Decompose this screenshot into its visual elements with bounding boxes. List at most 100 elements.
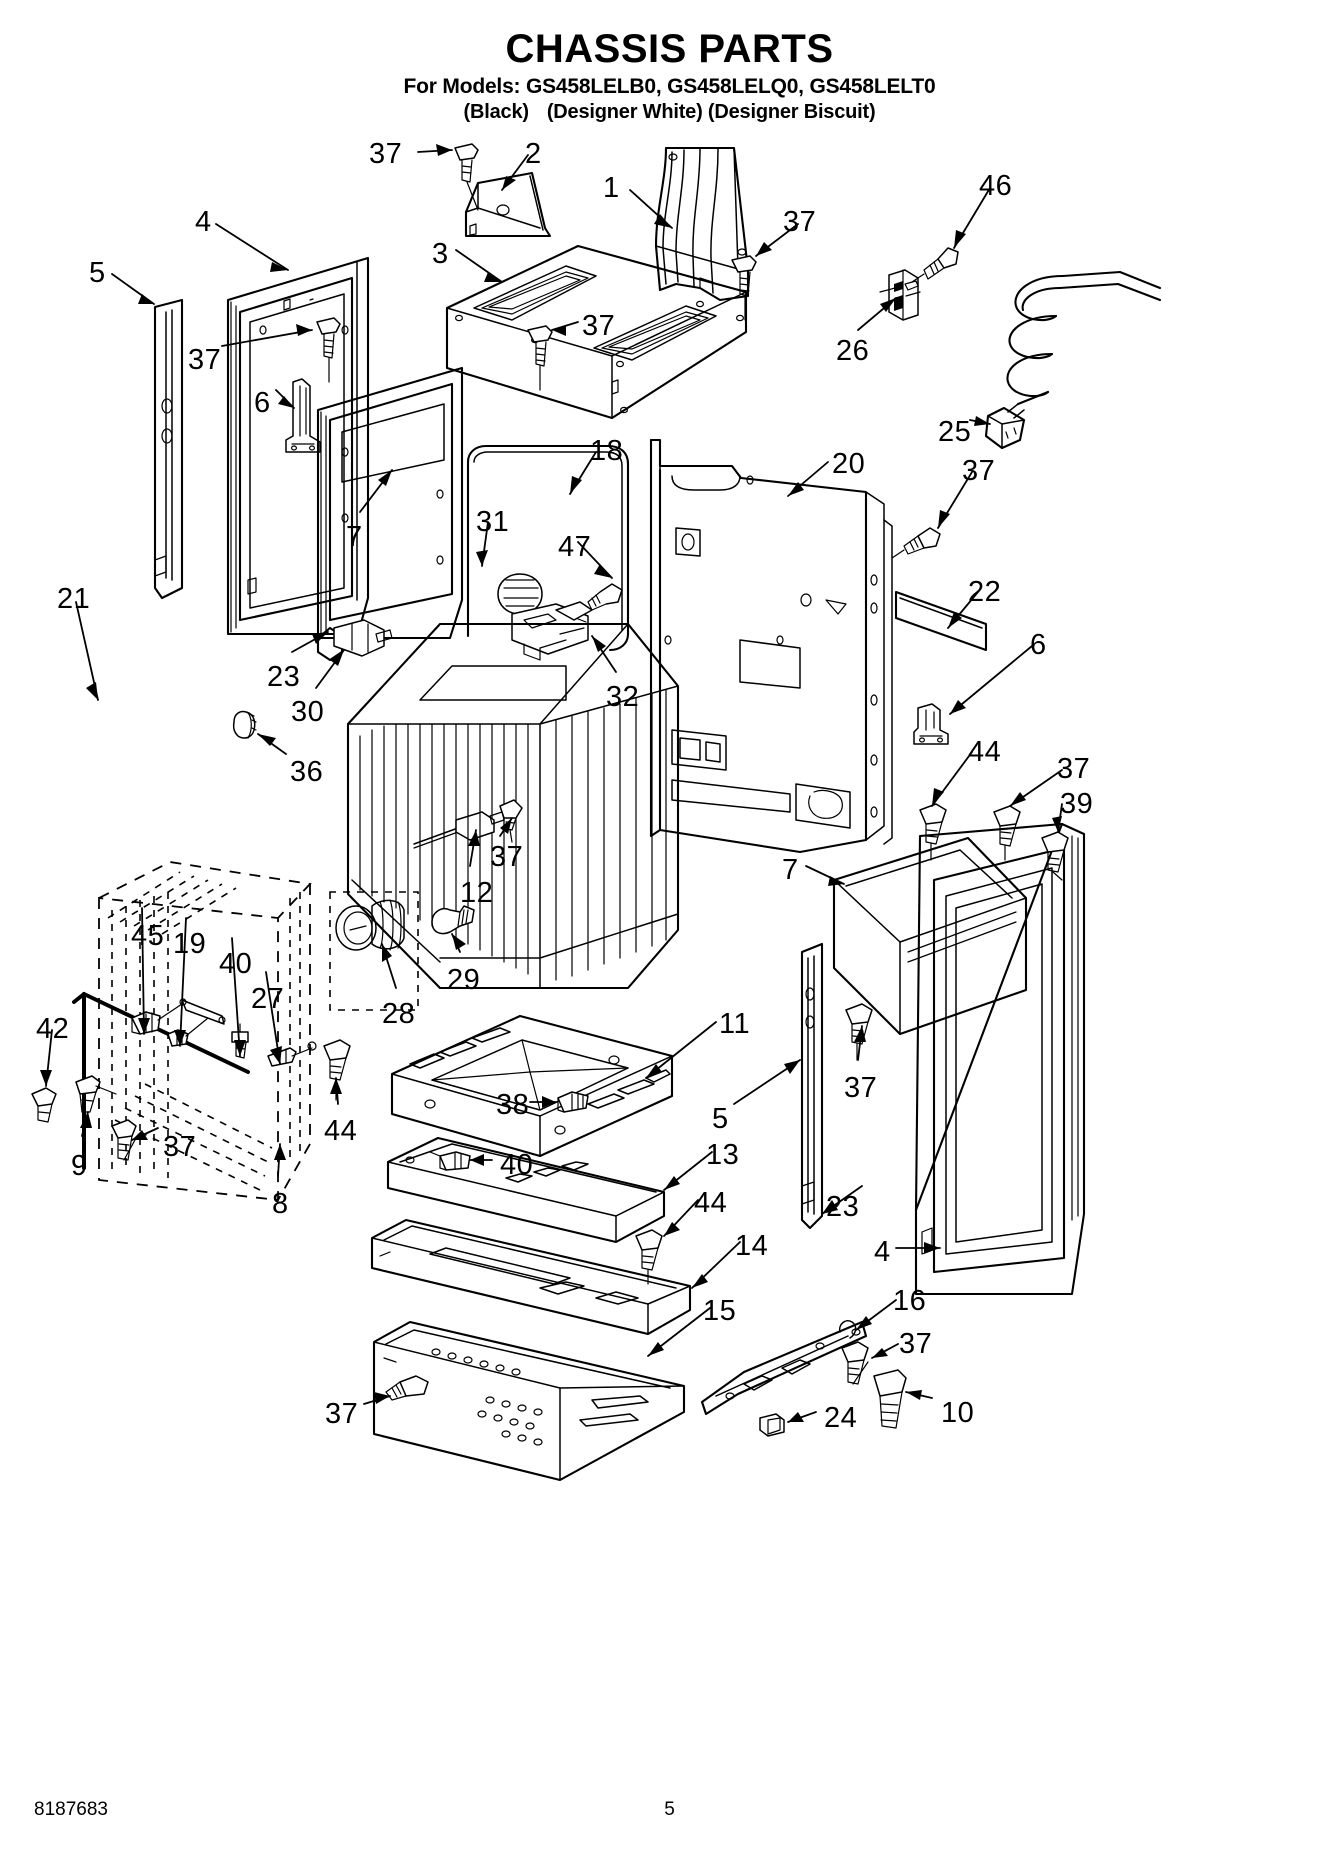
part-37-screw-latch (587, 583, 623, 611)
models-line: For Models: GS458LELB0, GS458LELQ0, GS45… (403, 75, 936, 98)
callout-number-6: 6 (1030, 629, 1047, 661)
part-6-hinge-receiver-upper (285, 378, 321, 453)
color-black: (Black) (463, 101, 529, 123)
callout-number-44: 44 (694, 1187, 728, 1219)
part-37-screw-trim-panel (731, 255, 757, 321)
callout-number-13: 13 (706, 1139, 740, 1171)
diagram-header: CHASSIS PARTS For Models: GS458LELB0, GS… (0, 26, 1339, 125)
color-biscuit: (Designer Biscuit) (707, 101, 876, 123)
part-14-drawer-pan (370, 1218, 692, 1336)
part-37-screw-rear-panel (891, 527, 941, 559)
part-32-thermostat-capillary (413, 811, 505, 849)
part-25-power-cord-plug (984, 270, 1162, 450)
part-20-rear-panel (649, 438, 893, 854)
part-24-clip (759, 1413, 785, 1437)
part-37-screw-cooktop (527, 325, 553, 391)
part-7-oven-door-inner-panel-right (832, 836, 1028, 1036)
callout-number-37: 37 (962, 455, 996, 487)
callout-number-5: 5 (712, 1103, 729, 1135)
part-47-door-latch-assembly (497, 573, 593, 661)
page-title: CHASSIS PARTS (505, 27, 834, 71)
part-44-screw-broiler (635, 1229, 663, 1285)
part-10-leveling-leg-screw (873, 1369, 907, 1429)
part-11-broiler-pan-insert (390, 1014, 674, 1158)
part-37-screw-right-rail (845, 1003, 873, 1061)
callout-number-5: 5 (89, 257, 106, 289)
callout-number-42: 42 (36, 1013, 70, 1045)
callout-number-6: 6 (254, 387, 271, 419)
part-4-oven-door-outer-panel-right (914, 822, 1086, 1296)
part-4-oven-door-outer-panel (226, 256, 370, 636)
part-36-knob (232, 710, 257, 739)
part-39-door-glass-frame-screw (1041, 831, 1069, 881)
part-22-rear-brace-bar (894, 590, 988, 652)
footer-part-number: 8187683 (34, 1799, 108, 1820)
callout-number-37: 37 (325, 1398, 359, 1430)
callout-number-40: 40 (500, 1149, 534, 1181)
callout-number-1: 1 (603, 172, 620, 204)
callout-number-37: 37 (369, 138, 403, 170)
part-9-leveling-leg (75, 1075, 117, 1113)
callout-number-29: 29 (447, 964, 481, 996)
part-30-bracket (333, 619, 393, 657)
part-31-oven-cavity-liner (346, 622, 680, 990)
part-18-oven-cavity-frame-wire (466, 444, 630, 652)
callout-number-20: 20 (832, 448, 866, 480)
part-5-side-trim-strip (153, 298, 184, 600)
callout-number-22: 22 (968, 576, 1002, 608)
part-37-screw-lower-left (111, 1119, 137, 1161)
callout-number-18: 18 (590, 435, 624, 467)
callout-number-37: 37 (844, 1072, 878, 1104)
callout-number-32: 32 (606, 681, 640, 713)
part-45-19-40-27-fastener-group (131, 998, 317, 1067)
callout-number-44: 44 (324, 1115, 358, 1147)
callout-number-9: 9 (71, 1150, 88, 1182)
part-15-drawer-bottom (372, 1320, 686, 1482)
callout-number-23: 23 (267, 661, 301, 693)
part-1-side-trim-panel (654, 146, 750, 302)
callout-number-3: 3 (432, 238, 449, 270)
callout-number-27: 27 (251, 983, 285, 1015)
part-29-oven-light-bulb (431, 905, 475, 935)
callout-number-31: 31 (476, 506, 510, 538)
callout-number-47: 47 (558, 531, 592, 563)
callout-number-45: 45 (131, 920, 165, 952)
callout-number-15: 15 (703, 1295, 737, 1327)
callout-number-24: 24 (824, 1402, 858, 1434)
part-42-screw (31, 1087, 57, 1123)
part-37-screw-bracket-top (454, 143, 479, 211)
callout-number-12: 12 (460, 877, 494, 909)
callout-number-37: 37 (582, 310, 616, 342)
callout-number-8: 8 (272, 1188, 289, 1220)
part-44-screw-left (323, 1039, 351, 1101)
part-37-screw-right-door (993, 805, 1021, 861)
part-13-broiler-pan (386, 1136, 666, 1244)
part-28-oven-light-lens-assembly (329, 891, 419, 1011)
callout-number-16: 16 (893, 1285, 927, 1317)
part-37-screw-rail (841, 1341, 869, 1385)
part-7-oven-door-inner-panel-left (316, 366, 464, 640)
callout-number-46: 46 (979, 170, 1013, 202)
callout-number-44: 44 (968, 736, 1002, 768)
color-white: (Designer White) (546, 101, 703, 123)
callout-number-38: 38 (496, 1089, 530, 1121)
part-46-screw (911, 247, 959, 283)
callout-number-37: 37 (899, 1328, 933, 1360)
callout-number-37: 37 (1057, 753, 1091, 785)
callout-number-28: 28 (382, 998, 416, 1030)
part-2-bracket-small (464, 171, 552, 238)
footer-page-number: 5 (664, 1799, 675, 1820)
callout-number-39: 39 (1060, 788, 1094, 820)
callout-number-14: 14 (735, 1230, 769, 1262)
callout-number-21: 21 (57, 583, 91, 615)
leader-lines (40, 144, 1063, 1423)
part-3-cooktop-burner-box (445, 244, 748, 420)
callout-number-30: 30 (291, 696, 325, 728)
callout-number-7: 7 (346, 521, 363, 553)
part-6-hinge-receiver-right (913, 703, 949, 745)
part-23-front-frame-rail-right (800, 942, 824, 1230)
callout-number-37: 37 (783, 206, 817, 238)
callout-number-23: 23 (826, 1191, 860, 1223)
callout-number-19: 19 (173, 928, 207, 960)
